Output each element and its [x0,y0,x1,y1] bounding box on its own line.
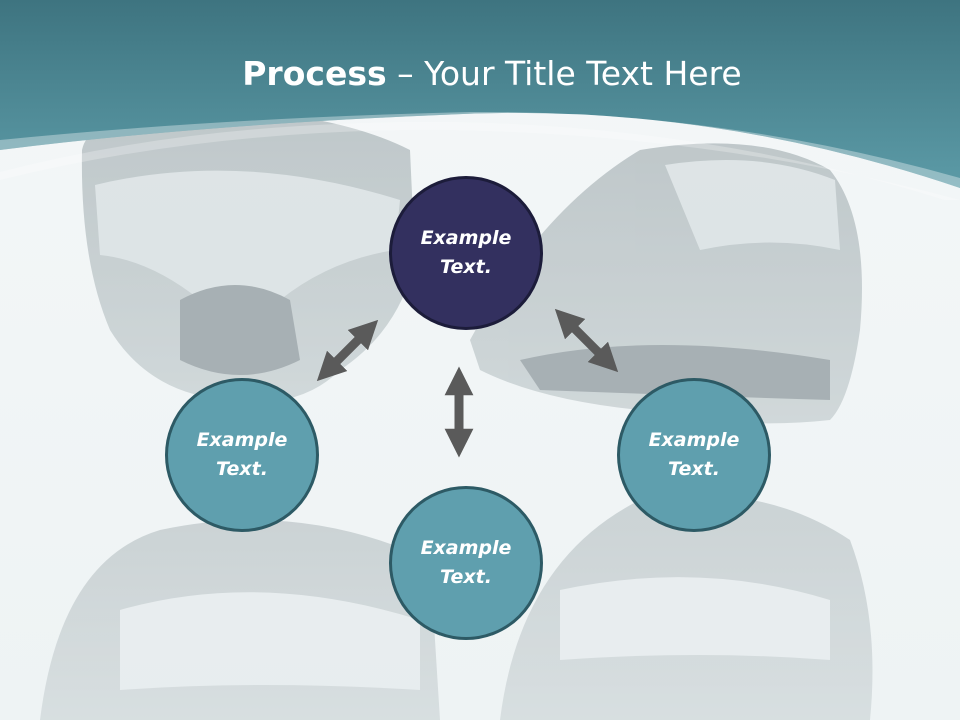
process-node-top: Example Text. [389,176,543,330]
reflection-shapes [40,495,873,720]
process-node-bottom: Example Text. [389,486,543,640]
node-right-line2: Text. [668,458,720,480]
node-left-line2: Text. [216,458,268,480]
node-top-line1: Example [420,227,512,249]
title-bold: Process [242,54,387,93]
header-banner [0,0,960,200]
node-top-line2: Text. [440,256,492,278]
arrow-top-left [316,319,379,382]
node-bottom-line2: Text. [440,566,492,588]
title-rest: – Your Title Text Here [386,54,742,93]
process-node-right: Example Text. [617,378,771,532]
node-right-line1: Example [648,429,740,451]
arrow-top-right [554,308,619,373]
process-node-left: Example Text. [165,378,319,532]
node-left-line1: Example [196,429,288,451]
page-title: Process – Your Title Text Here [0,52,960,96]
node-bottom-line1: Example [420,537,512,559]
